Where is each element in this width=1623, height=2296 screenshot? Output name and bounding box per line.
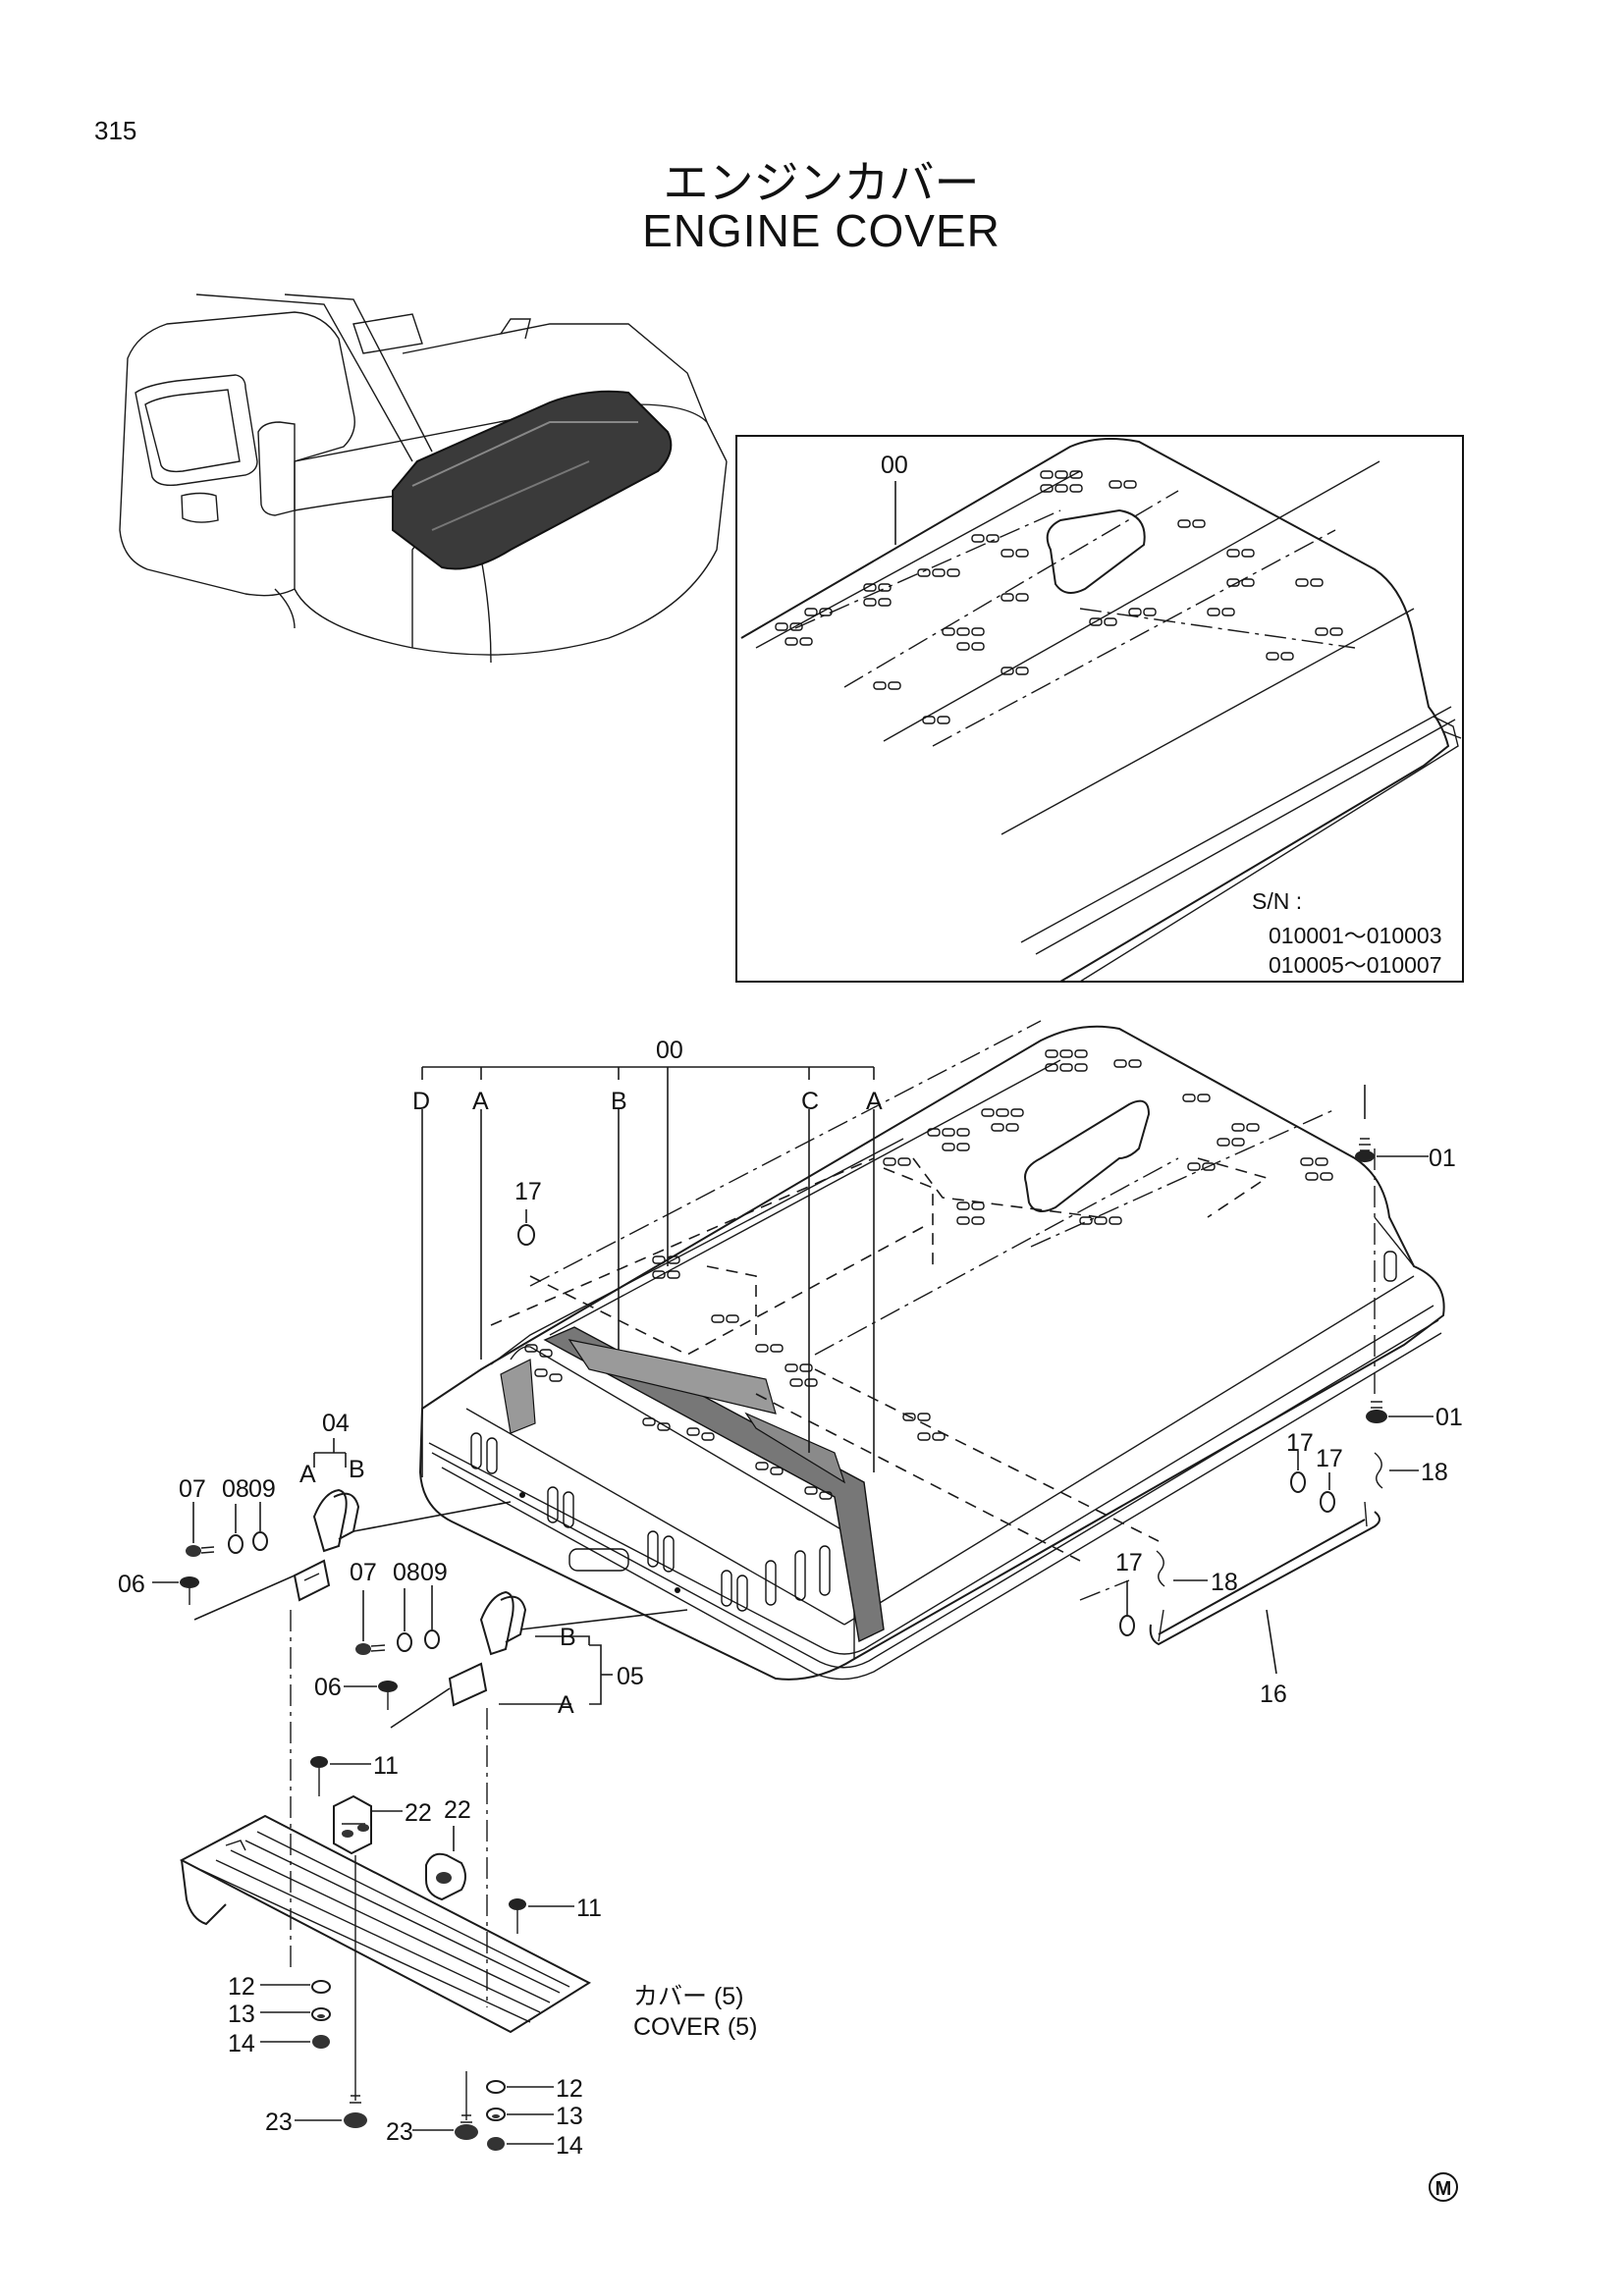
- engine-cover-outline: [418, 1025, 1445, 1681]
- callout-08-lower: 08: [393, 1559, 420, 1586]
- section-letter-A-right: A: [866, 1088, 883, 1115]
- washer-17-left: [1119, 1615, 1135, 1636]
- callout-04: 04: [322, 1410, 350, 1437]
- fastener-stack-left: [260, 1855, 367, 2128]
- cover-plate-5: [179, 1814, 592, 2034]
- callout-17-right-b: 17: [1316, 1445, 1343, 1472]
- callout-04-A: A: [299, 1461, 316, 1488]
- main-exploded-view: 00 D A B C A 01 01 17: [118, 1020, 1463, 2160]
- callout-16: 16: [1260, 1681, 1287, 1708]
- callout-08-upper: 08: [222, 1475, 249, 1503]
- cover-note-japanese: カバー (5): [633, 1983, 744, 2010]
- callout-18-left: 18: [1211, 1569, 1238, 1596]
- mount-22-left: [333, 1794, 403, 1855]
- clip-18-left: [1156, 1550, 1165, 1587]
- fastener-set-lower: [344, 1585, 451, 1729]
- bolt-01-lower: [1366, 1401, 1434, 1423]
- callout-17-right-a: 17: [1286, 1429, 1314, 1457]
- washer-17-right-b: [1320, 1491, 1335, 1513]
- callout-14-left: 14: [228, 2030, 255, 2057]
- callout-11-upper: 11: [373, 1752, 399, 1780]
- title-japanese: エンジンカバー: [663, 157, 980, 208]
- page-number: 315: [94, 116, 137, 145]
- callout-01-lower: 01: [1435, 1404, 1463, 1431]
- fastener-stack-right: [412, 2071, 554, 2151]
- callout-04-B: B: [349, 1456, 365, 1483]
- fastener-set-upper: [152, 1502, 296, 1621]
- highlighted-engine-cover: [392, 390, 673, 570]
- callout-05: 05: [617, 1663, 644, 1690]
- main-part-label-00: 00: [656, 1037, 683, 1064]
- callout-23-right: 23: [386, 2118, 413, 2146]
- cover-note-english: COVER (5): [633, 2013, 757, 2041]
- callout-07-upper: 07: [179, 1475, 206, 1503]
- latch-05: [448, 1590, 688, 1707]
- clip-18-right: [1374, 1452, 1383, 1489]
- callout-11-lower: 11: [576, 1895, 602, 1922]
- callout-05-B: B: [560, 1624, 576, 1651]
- callout-13-right: 13: [556, 2103, 583, 2130]
- callout-18-right: 18: [1421, 1459, 1448, 1486]
- callout-17-left: 17: [1115, 1549, 1143, 1576]
- callout-13-left: 13: [228, 2001, 255, 2028]
- bolt-01-upper: [1355, 1085, 1429, 1162]
- washer-17-top: [517, 1224, 535, 1246]
- serial-number-inset: 00 S/N : 010001～010003 010005～010007: [735, 435, 1464, 983]
- bolt-11-upper: [310, 1756, 371, 1796]
- callout-09-lower: 09: [420, 1559, 448, 1586]
- callout-23-left: 23: [265, 2109, 293, 2136]
- latch-04: [293, 1438, 512, 1602]
- bolt-11-lower: [509, 1898, 574, 1934]
- inset-frame: [735, 435, 1464, 983]
- support-rod-16: [1149, 1501, 1380, 1675]
- callout-14-right: 14: [556, 2132, 583, 2160]
- callout-17-top: 17: [514, 1178, 542, 1205]
- callout-12-right: 12: [556, 2075, 583, 2103]
- callout-06-upper: 06: [118, 1571, 145, 1598]
- machine-overview-drawing: [119, 294, 728, 664]
- seal-strip: [543, 1326, 885, 1643]
- section-letter-A-left: A: [472, 1088, 489, 1115]
- section-letter-D: D: [412, 1088, 430, 1115]
- title-english: ENGINE COVER: [642, 205, 1001, 256]
- inset-part-label: 00: [881, 452, 908, 479]
- serial-range-2: 010005～010007: [1269, 952, 1442, 978]
- callout-12-left: 12: [228, 1973, 255, 2001]
- callout-07-lower: 07: [350, 1559, 377, 1586]
- serial-number-heading: S/N :: [1252, 888, 1302, 914]
- callout-01-upper: 01: [1429, 1145, 1456, 1172]
- callout-05-A: A: [558, 1691, 574, 1719]
- callout-09-upper: 09: [248, 1475, 276, 1503]
- m-mark: M: [1435, 2178, 1452, 2200]
- mount-22-right: [425, 1826, 466, 1901]
- callout-06-lower: 06: [314, 1674, 342, 1701]
- callout-22-left: 22: [405, 1799, 432, 1827]
- serial-range-1: 010001～010003: [1269, 923, 1442, 948]
- m-mark-circle: [1429, 2172, 1458, 2202]
- washer-17-right-a: [1290, 1471, 1306, 1493]
- callout-22-right: 22: [444, 1796, 471, 1824]
- section-letter-C: C: [801, 1088, 819, 1115]
- section-letter-B: B: [611, 1088, 627, 1115]
